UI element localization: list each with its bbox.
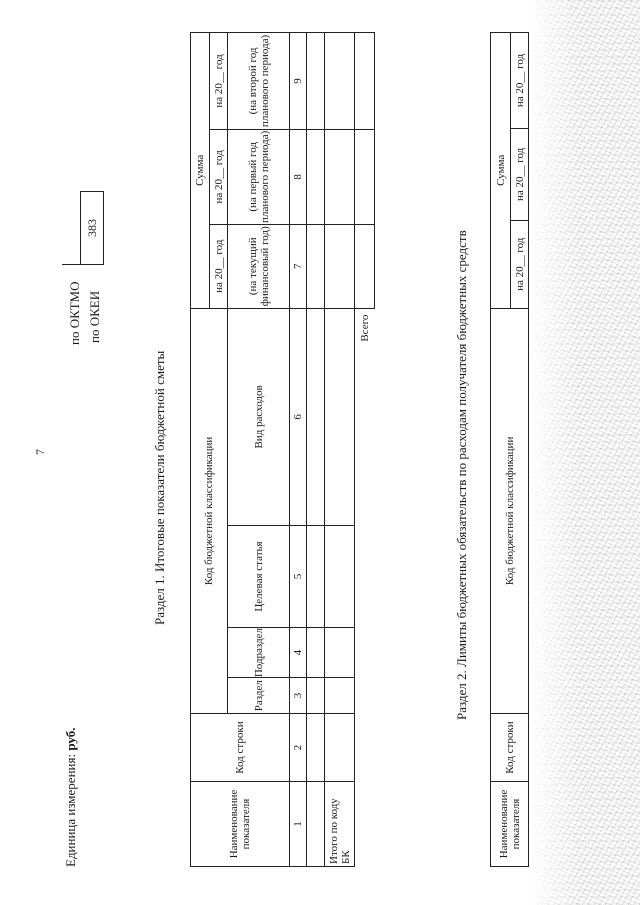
hdr-sum: Сумма xyxy=(190,32,210,309)
hdr-row-code: Код строки xyxy=(190,713,290,782)
hdr-year1: на 20__ год xyxy=(209,224,228,309)
total-bk-row: Итого по коду БК xyxy=(324,32,355,867)
s2-hdr-row-code: Код строки xyxy=(490,713,529,782)
hdr-target: Целевая статья xyxy=(227,525,290,628)
oktmo-box xyxy=(62,192,81,265)
hdr-year3-note: (на второй год планового периода) xyxy=(227,32,290,130)
s2-hdr-year2: на 20__ год xyxy=(510,128,529,221)
total-row: Всего xyxy=(354,32,375,867)
hdr-expense-type: Вид расходов xyxy=(227,308,290,526)
okei-value: 383 xyxy=(85,219,99,237)
hdr-razdel: Раздел xyxy=(227,677,290,714)
col-number: 1 xyxy=(289,781,307,867)
unit-line: Единица измерения: руб. xyxy=(63,727,78,867)
okei-box: 383 xyxy=(80,191,104,265)
table-row xyxy=(306,32,325,867)
hdr-year2-note: (на первый год планового периода) xyxy=(227,129,290,225)
col-number: 8 xyxy=(289,129,307,225)
hdr-year1-note: (на текущий финансовый год) xyxy=(227,224,290,309)
col-number: 7 xyxy=(289,224,307,309)
scan-noise-strip xyxy=(528,0,640,905)
oktmo-label: по ОКТМО xyxy=(67,281,82,345)
hdr-bk-code: Код бюджетной классификации xyxy=(190,308,228,714)
s2-hdr-name: Наименование показателя xyxy=(490,781,529,867)
section1-title: Раздел 1. Итоговые показатели бюджетной … xyxy=(152,350,167,625)
col-number: 9 xyxy=(289,32,307,130)
section2-table: Наименование показателя Код строки Код б… xyxy=(490,32,529,867)
unit-label: Единица измерения: xyxy=(63,753,78,867)
col-number: 2 xyxy=(289,713,307,782)
unit-value: руб. xyxy=(63,727,78,751)
column-number-row: 1 2 3 4 5 6 7 8 9 xyxy=(289,32,307,867)
hdr-year2: на 20__ год xyxy=(209,129,228,225)
section2-title: Раздел 2. Лимиты бюджетных обязательств … xyxy=(454,230,469,720)
section1-table: Наименование показателя Код строки Код б… xyxy=(190,32,375,867)
s2-hdr-year1: на 20__ год xyxy=(510,220,529,309)
s2-hdr-sum: Сумма xyxy=(490,32,511,309)
col-number: 5 xyxy=(289,525,307,628)
page-number: 7 xyxy=(33,449,47,455)
hdr-year3: на 20__ год xyxy=(209,32,228,130)
s2-hdr-year3: на 20__ год xyxy=(510,32,529,129)
col-number: 6 xyxy=(289,308,307,526)
s2-hdr-bk-code: Код бюджетной классификации xyxy=(490,308,529,714)
total-bk-label: Итого по коду БК xyxy=(324,781,355,867)
col-number: 3 xyxy=(289,677,307,714)
okei-label: по ОКЕИ xyxy=(87,290,102,343)
total-label: Всего xyxy=(354,308,375,867)
hdr-name: Наименование показателя xyxy=(190,781,290,867)
hdr-podrazdel: Подраздел xyxy=(227,627,290,678)
col-number: 4 xyxy=(289,627,307,678)
